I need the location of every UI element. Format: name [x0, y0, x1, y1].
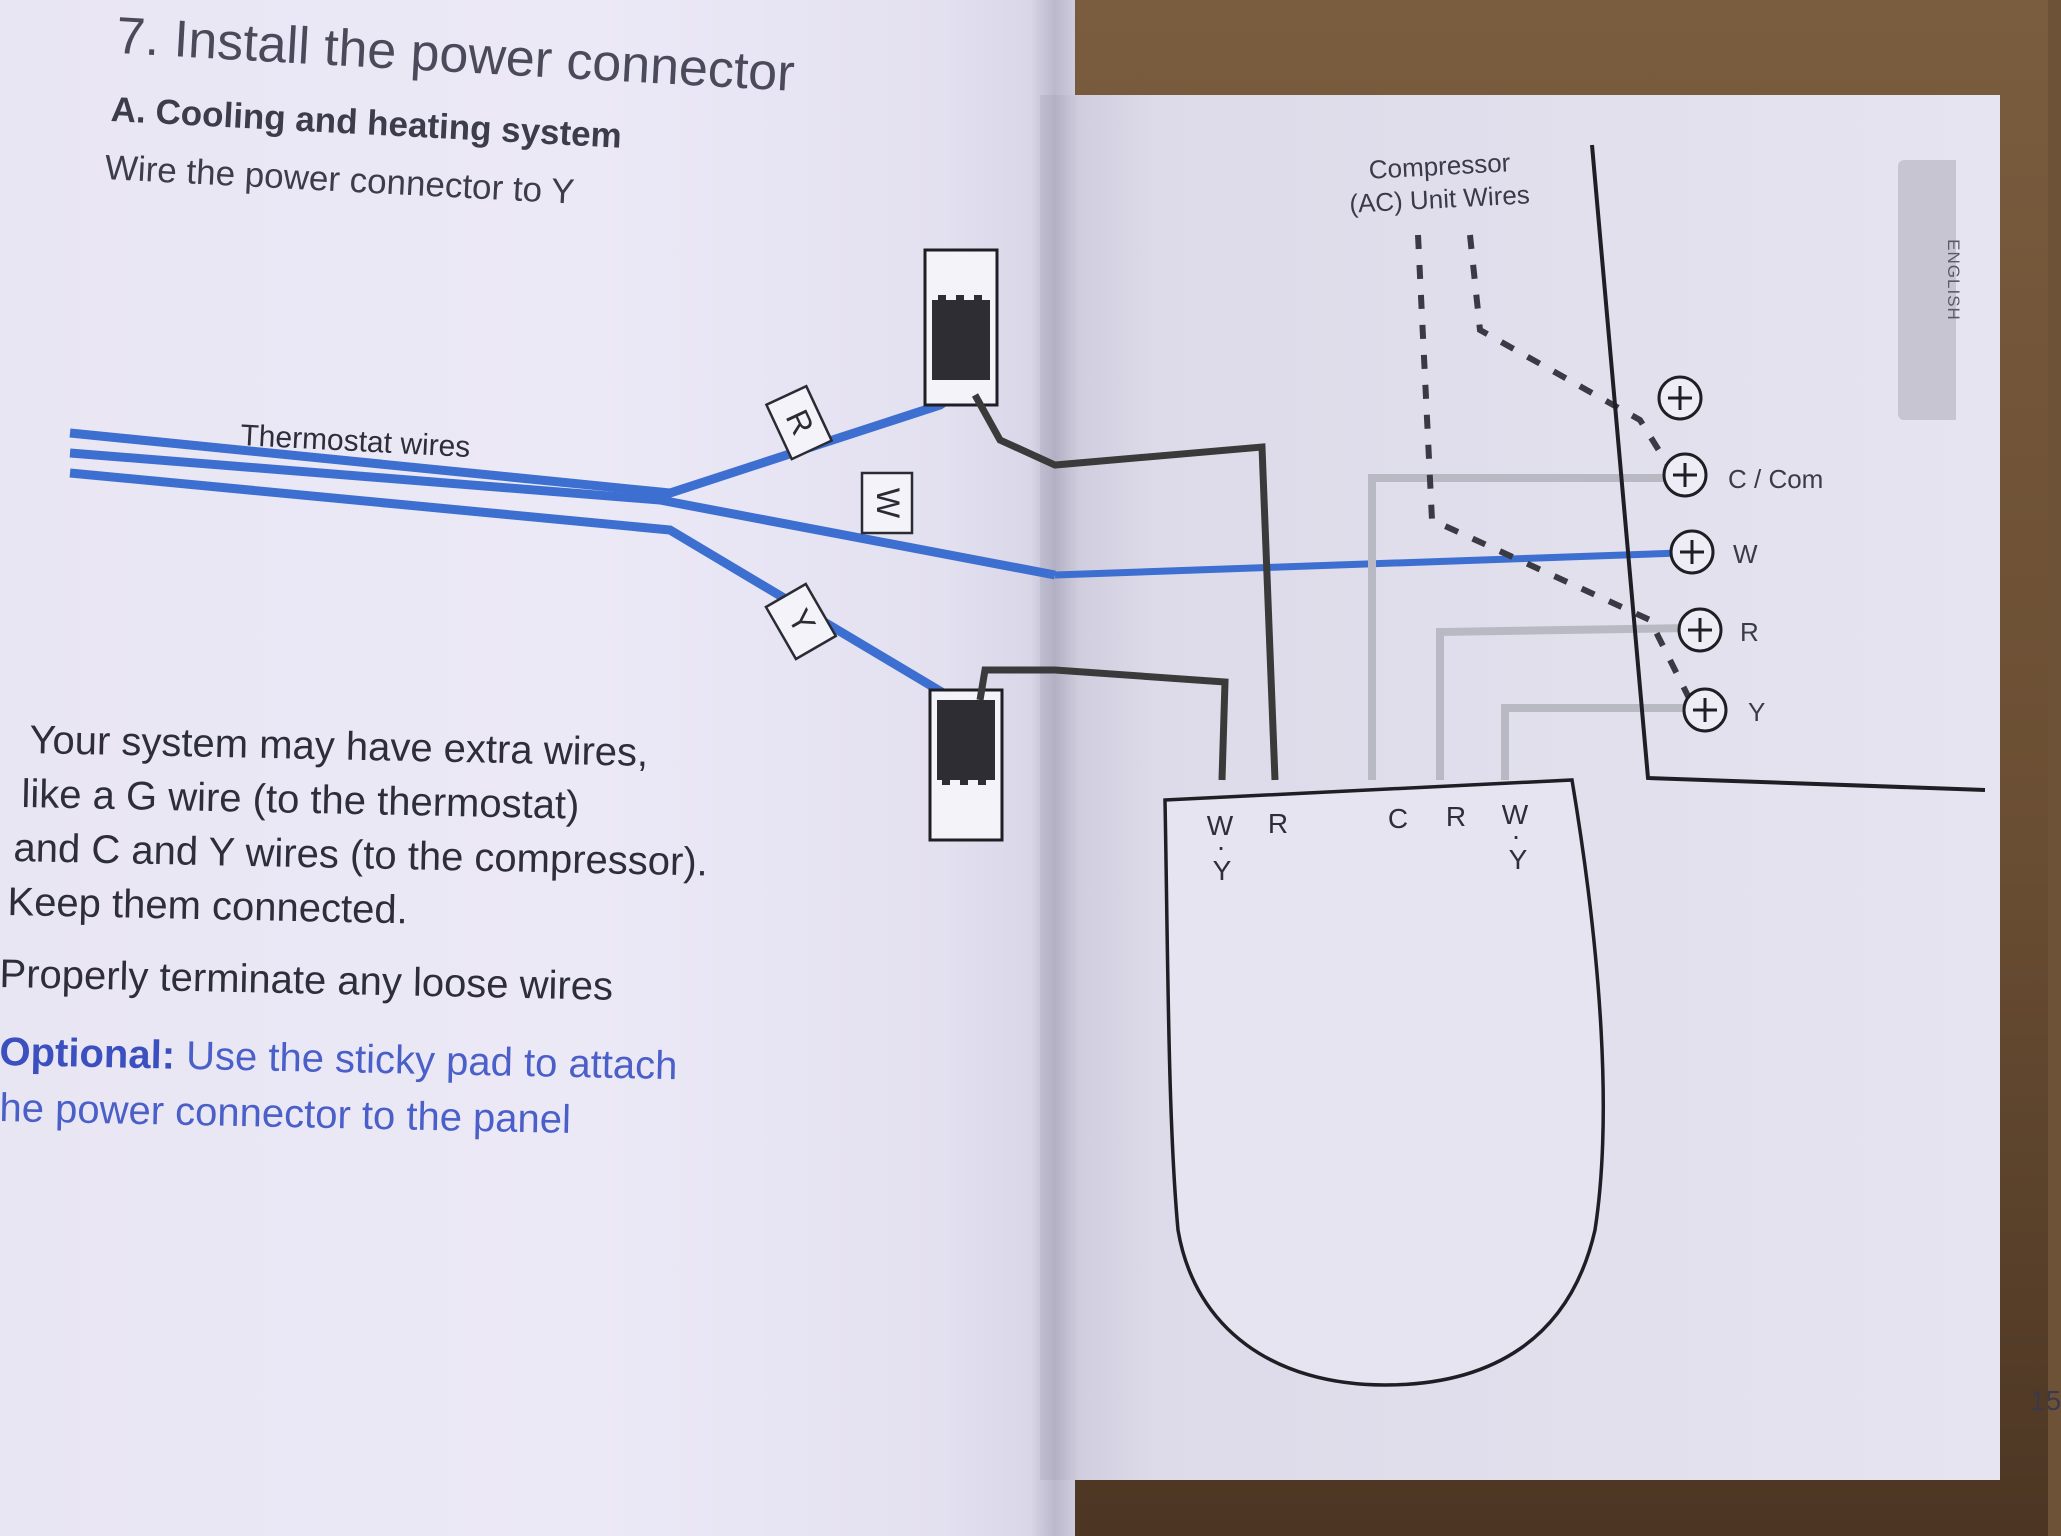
connector-label-left-y: Y: [1213, 855, 1232, 886]
compressor-label-line-2: (AC) Unit Wires: [1349, 179, 1531, 218]
wire-nut-bottom: [928, 688, 1004, 842]
connector-label-right-dot: ·: [1511, 820, 1520, 851]
connector-label-right-w: W: [1502, 799, 1529, 830]
equipment-panel-outline: [1590, 144, 1986, 792]
terminal-screws: [1657, 375, 1728, 733]
power-connector-body: [1163, 778, 1606, 1387]
wire-tag-r: R: [764, 384, 834, 461]
connector-label-right-r: R: [1446, 801, 1466, 832]
page-gutter: [1030, 0, 1080, 1536]
connector-label-left-w: W: [1207, 810, 1234, 841]
terminal-label-r: R: [1740, 617, 1759, 647]
wire-tag-y: Y: [764, 582, 838, 661]
terminal-label-c-com: C / Com: [1728, 464, 1823, 494]
language-tab: ENGLISH: [1898, 160, 1963, 420]
power-connector-wires: [971, 393, 1279, 781]
connector-label-right-c: C: [1388, 803, 1408, 834]
svg-text:W: W: [870, 488, 906, 519]
wire-nut-top: [923, 248, 999, 407]
wire-tag-w: W: [860, 471, 914, 535]
compressor-dashed-wires: [1415, 234, 1693, 702]
page-number: 15: [2030, 1385, 2061, 1416]
connector-label-left-r: R: [1268, 808, 1288, 839]
terminal-label-y: Y: [1748, 697, 1765, 727]
connector-label-right-y: Y: [1509, 844, 1528, 875]
existing-wires: [1368, 474, 1700, 780]
left-page: [0, 0, 1075, 1536]
terminal-label-w: W: [1733, 539, 1758, 569]
compressor-label-line-1: Compressor: [1368, 147, 1511, 184]
connector-label-left-dot: ·: [1216, 831, 1225, 862]
